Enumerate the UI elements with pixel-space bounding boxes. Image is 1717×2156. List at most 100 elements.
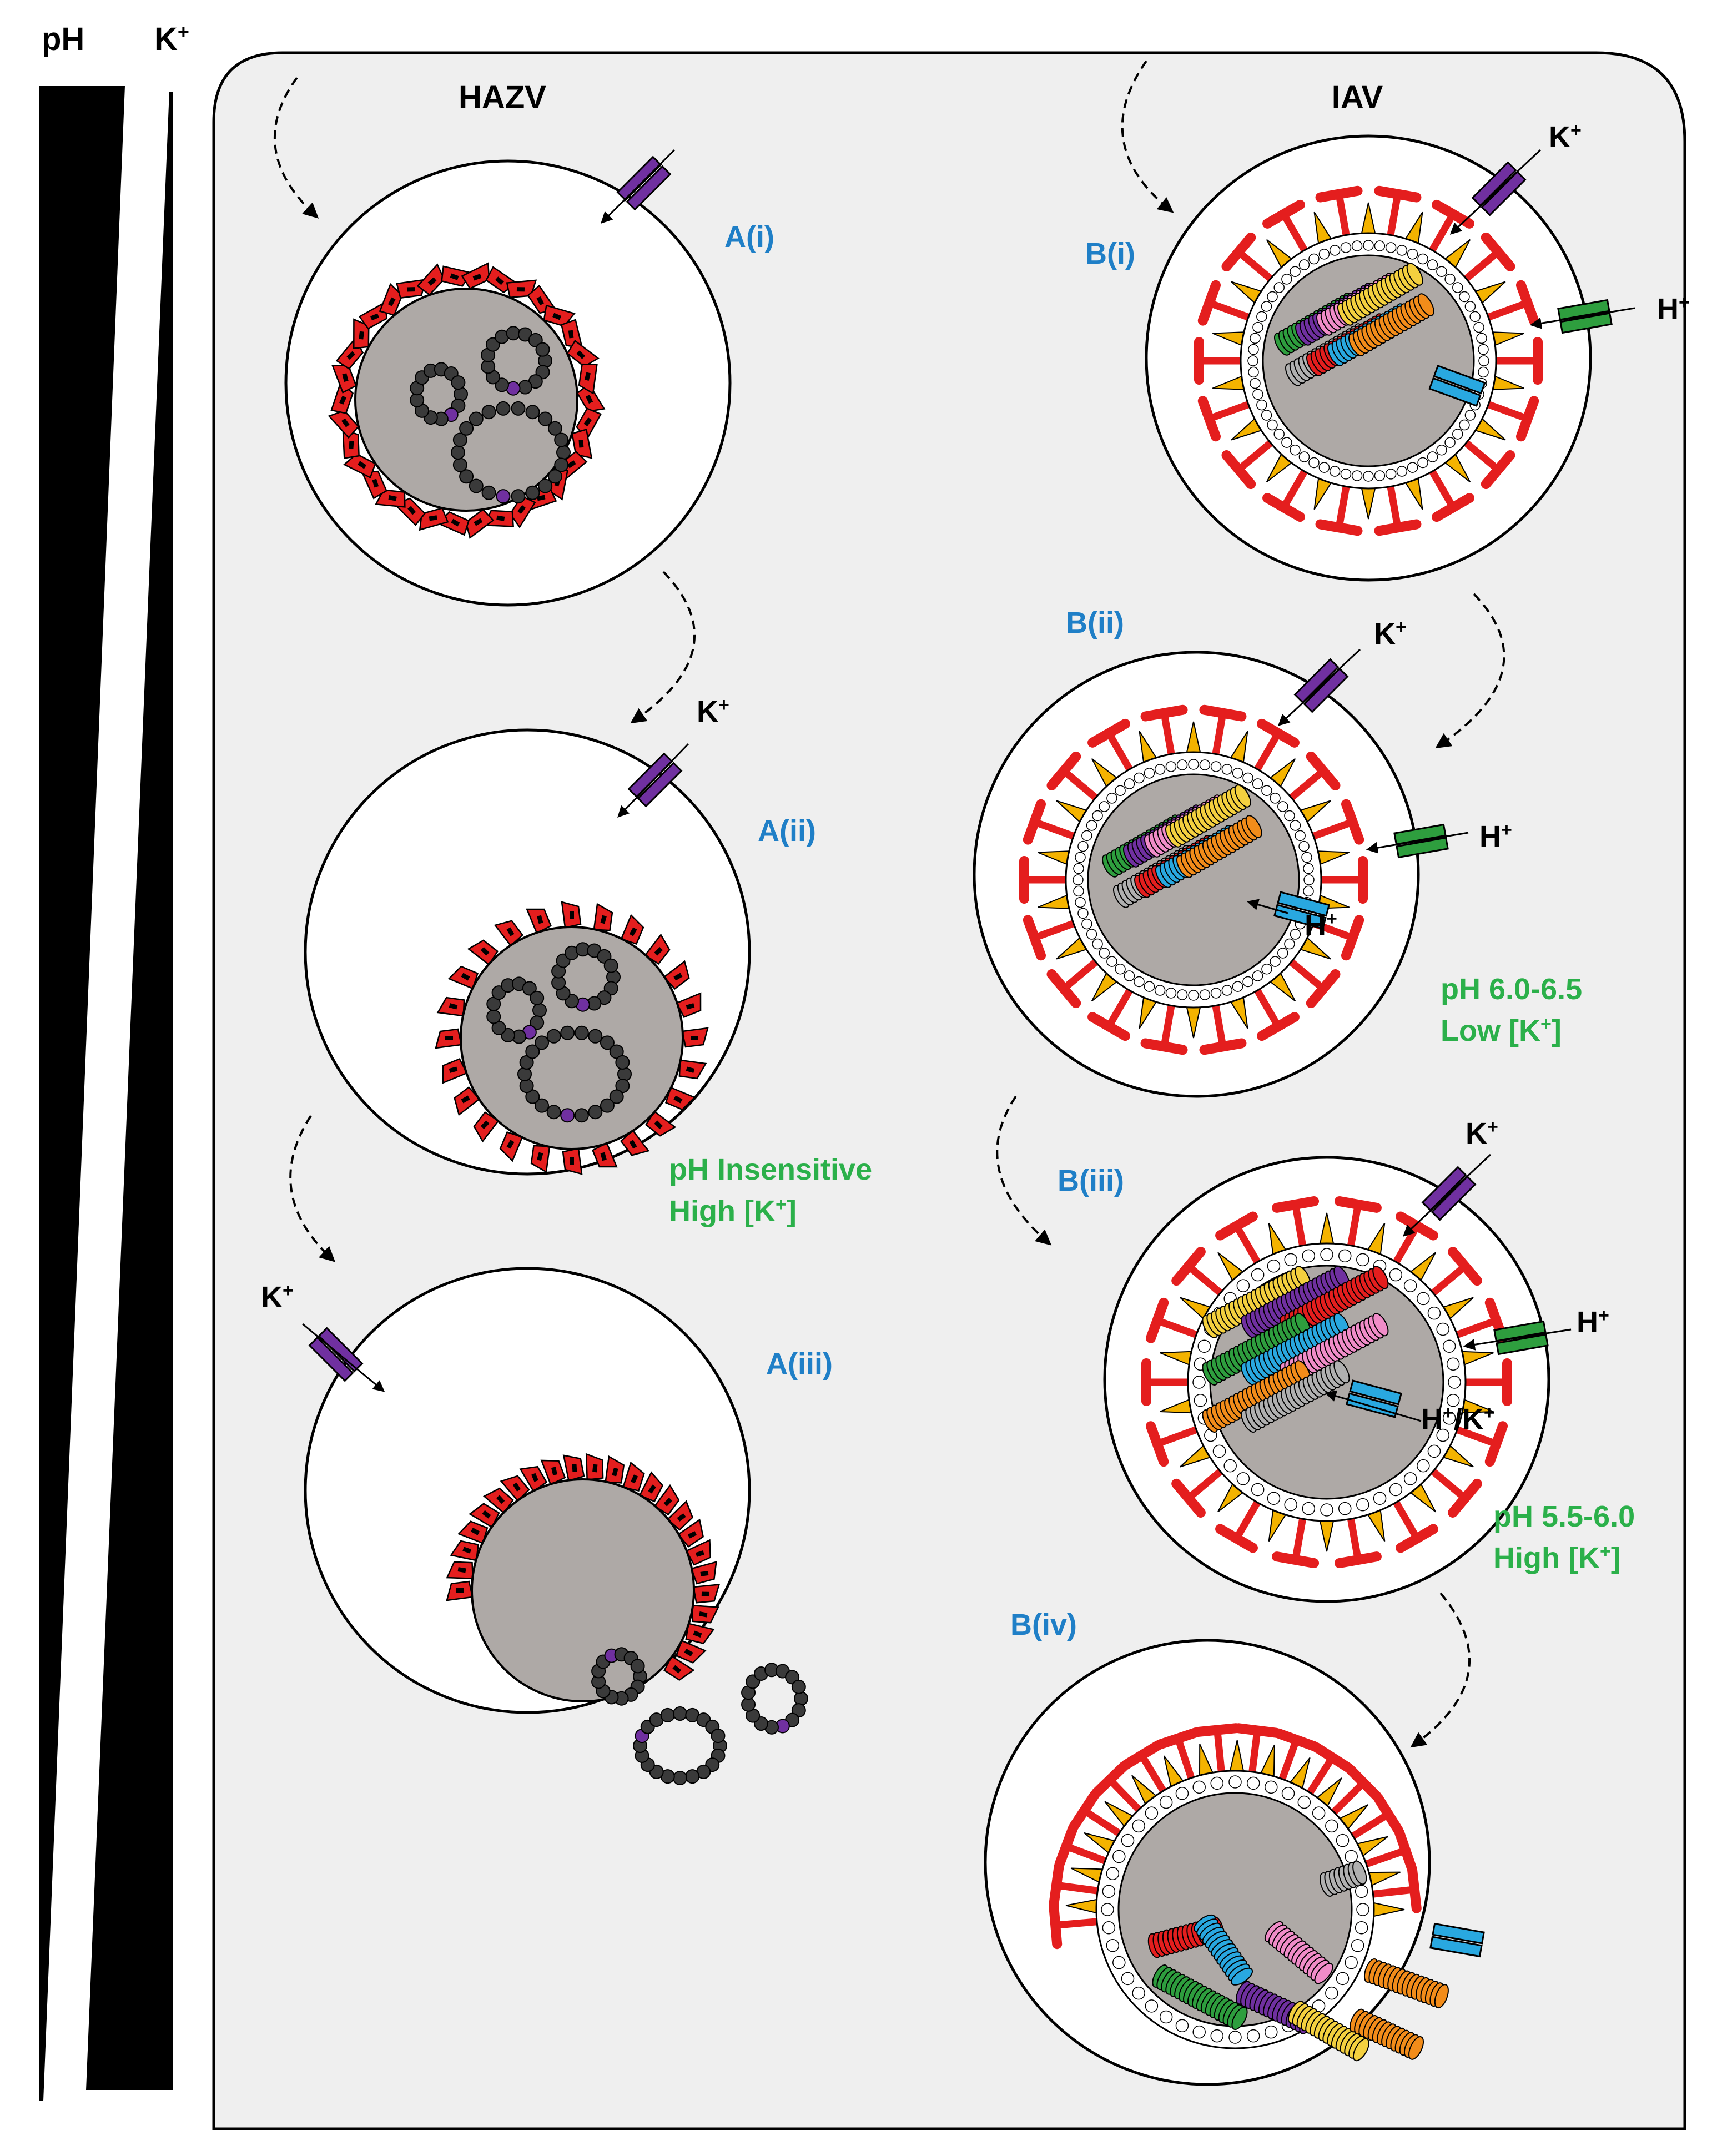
arrow-b2-b3 — [996, 1095, 1052, 1246]
ha-stalk — [1254, 988, 1282, 1029]
ha-stalk — [1033, 920, 1075, 941]
m1-bead — [1469, 311, 1481, 323]
ha-stalk — [1351, 1811, 1391, 1840]
genome-bead — [560, 1025, 575, 1040]
m2-channel-b2 — [1273, 891, 1330, 930]
m1-bead — [1192, 2025, 1206, 2039]
glycoprotein — [685, 1539, 712, 1566]
m1-bead — [1212, 1444, 1226, 1458]
vrnp-turn — [1406, 263, 1423, 286]
m1-bead — [1396, 466, 1408, 477]
hazv-particle — [328, 262, 606, 539]
glycoprotein — [530, 1145, 551, 1173]
k-channel-b1-arrow — [1449, 149, 1542, 235]
m2-channel-b4-upper — [1432, 1922, 1485, 1945]
glycoprotein-mark — [346, 351, 356, 360]
m1-bead — [1199, 989, 1211, 1000]
ha-head — [1049, 1861, 1064, 1909]
m1-bead — [1165, 988, 1177, 999]
ha-head — [1199, 704, 1247, 722]
h-channel-b1-arrow — [1529, 307, 1635, 329]
ha-head — [1345, 1764, 1382, 1801]
m1-bead — [1102, 1885, 1116, 1898]
m1-bead — [1290, 266, 1301, 277]
k-channel-a2 — [627, 752, 683, 808]
m1-bead — [1290, 445, 1301, 456]
genome-bead — [496, 489, 511, 504]
hazv-glycoproteins — [328, 262, 606, 539]
m1-bead — [1417, 1292, 1430, 1306]
ha-stalk — [1393, 1500, 1421, 1540]
hazv-genome-segment — [741, 1663, 808, 1735]
ion-channels — [302, 149, 1635, 1958]
vrnp-turn — [1245, 815, 1262, 838]
m1-bead — [1396, 245, 1408, 256]
ha-head — [1334, 1196, 1382, 1213]
genome-bead — [588, 1105, 603, 1120]
m1-bead — [1436, 1428, 1449, 1442]
ha-stalk — [1186, 1468, 1223, 1501]
m1-bead — [1221, 985, 1233, 996]
m1-bead — [1132, 1819, 1145, 1833]
m1-bead — [1478, 355, 1489, 366]
m1-bead — [1073, 885, 1084, 897]
glycoprotein-mark — [691, 1036, 698, 1040]
ha-head — [1087, 1012, 1130, 1041]
stage-label-b1: B(i) — [1085, 237, 1135, 270]
genome-bead — [617, 1067, 632, 1081]
ha-stalk — [1307, 1755, 1336, 1795]
vrnp-turn — [1417, 293, 1434, 316]
m1-bead — [1267, 1260, 1281, 1273]
m1-bead — [1261, 410, 1272, 421]
glycoprotein-mark — [686, 1003, 695, 1010]
m1-bead — [1351, 470, 1363, 481]
condition-b2-line2: Low [K+] — [1441, 1014, 1562, 1047]
ion-label-k-a2: K+ — [697, 694, 729, 728]
genome-bead — [506, 326, 521, 341]
m1-bead — [1154, 985, 1166, 996]
k-channel-b1-upper — [1471, 161, 1517, 207]
ha-head — [1046, 969, 1081, 1009]
m1-bead — [1427, 451, 1438, 462]
genome-bead — [469, 478, 484, 493]
m1-bead — [1154, 764, 1166, 775]
hazv-genome-segment — [551, 942, 621, 1012]
glycoprotein-mark — [584, 372, 591, 381]
k-channel-b1-lower — [1481, 170, 1527, 216]
m1-bead — [1236, 1472, 1250, 1485]
m1-bead — [1436, 266, 1447, 277]
glycoprotein — [467, 939, 499, 966]
glycoprotein — [644, 933, 671, 965]
glycoprotein-mark — [663, 1497, 673, 1507]
m1-bead — [1267, 419, 1278, 431]
genome-bead — [517, 1067, 532, 1081]
k-channel-a2-arrow — [617, 743, 689, 818]
m1-bead — [1261, 301, 1272, 312]
genome-bead — [673, 1706, 687, 1721]
glycoprotein — [585, 1453, 604, 1481]
m1-bead — [1099, 801, 1110, 812]
ha-head — [1341, 799, 1364, 845]
m1-bead — [1338, 1502, 1352, 1515]
glycoprotein — [561, 319, 583, 349]
m1-bead — [1242, 976, 1253, 988]
k-channel-b2 — [1293, 658, 1349, 713]
glycoprotein-mark — [531, 1473, 538, 1482]
ha-stalk — [1208, 401, 1250, 422]
m1-bead — [1075, 852, 1086, 863]
glycoprotein-mark — [427, 277, 437, 286]
glycoprotein-mark — [551, 1467, 558, 1475]
genome-bead — [685, 1769, 700, 1784]
glycoprotein — [483, 510, 515, 527]
iav-matrix — [1117, 1792, 1353, 2027]
glycoprotein-mark — [570, 1157, 574, 1165]
glycoprotein-mark — [701, 1591, 710, 1596]
m1-bead — [1281, 437, 1292, 448]
m1-bead — [1284, 810, 1295, 822]
ha-stalk — [1347, 1518, 1362, 1561]
glycoprotein — [620, 1129, 650, 1156]
ha-stalk — [1082, 1807, 1121, 1837]
m1-bead — [1298, 840, 1310, 852]
genome-bead — [711, 1729, 726, 1744]
m1-bead — [1302, 1249, 1316, 1263]
